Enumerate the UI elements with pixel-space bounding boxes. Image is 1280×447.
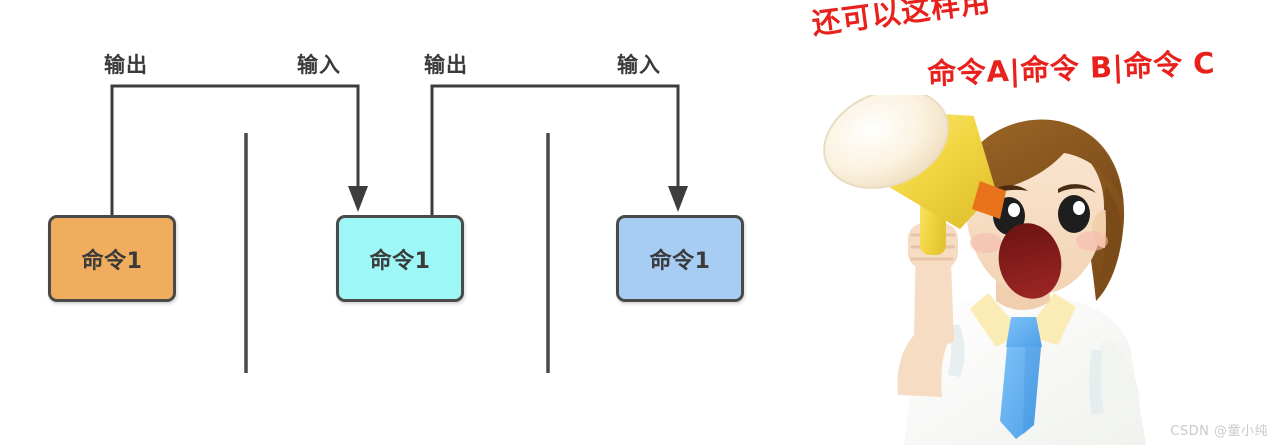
hair-fringe (963, 123, 1122, 205)
tie-shadow (1023, 347, 1041, 435)
eyebrow-right (1058, 184, 1096, 193)
label-input-2: 输入 (617, 53, 661, 77)
csdn-watermark: CSDN @童小纯 (1170, 424, 1268, 439)
megaphone-cone (823, 95, 949, 189)
megaphone-tip (972, 181, 1006, 219)
megaphone (823, 95, 1006, 255)
eye-right (1058, 195, 1090, 233)
upper-arm (897, 335, 950, 397)
illustration-panel: 还可以这样用 命令A|命令 B|命令 C (800, 0, 1280, 447)
tie-blade (1000, 347, 1041, 439)
arm-group (897, 223, 958, 397)
necktie (1000, 317, 1042, 439)
hair-side-lock (1098, 187, 1122, 285)
tie-knot (1006, 317, 1042, 347)
blush-left (970, 233, 1002, 253)
command-box-3[interactable]: 命令1 (616, 215, 744, 302)
label-input-1: 输入 (297, 53, 341, 77)
connector-2 (430, 84, 680, 215)
shirt-sleeve-right (1095, 341, 1140, 407)
mouth-open (998, 223, 1062, 299)
label-output-1: 输出 (104, 53, 148, 77)
blush-right (1076, 231, 1108, 251)
diagram-lines (110, 84, 688, 373)
label-output-2: 输出 (424, 53, 468, 77)
command-box-1[interactable]: 命令1 (48, 215, 176, 302)
connector-1 (110, 84, 360, 215)
person-shouting-into-megaphone-icon (823, 95, 1146, 445)
annotation-line-2: 命令A|命令 B|命令 C (926, 45, 1216, 91)
head-group (956, 119, 1125, 302)
shirt-fold-right (1089, 349, 1104, 415)
annotation-line-1: 还可以这样用 (809, 0, 993, 41)
command-box-2[interactable]: 命令1 (336, 215, 464, 302)
arrowhead-1 (348, 186, 368, 212)
arrowhead-2 (668, 186, 688, 212)
